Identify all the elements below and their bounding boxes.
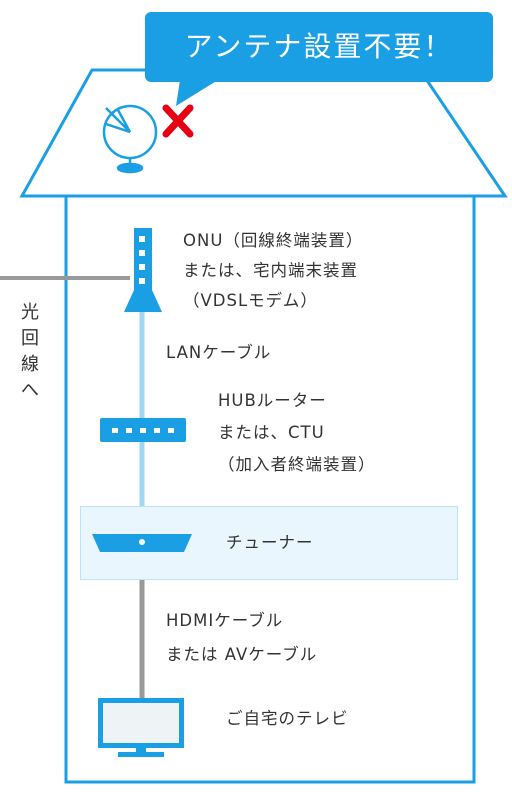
hub-label-line-3: （加入者終端装置） <box>218 455 376 474</box>
hub-router-icon <box>100 418 186 442</box>
speech-bubble: アンテナ設置不要！ <box>145 12 493 82</box>
external-line-char: 光 <box>21 302 39 323</box>
hub-label-line-2: または、CTU <box>218 423 325 442</box>
external-line-char: 線 <box>21 354 39 375</box>
television-icon <box>98 698 184 757</box>
onu-label-line-2: または、宅内端末装置 <box>183 261 358 280</box>
cross-mark-icon <box>162 104 194 138</box>
external-line-char: へ <box>21 380 39 401</box>
bubble-text: アンテナ設置不要！ <box>184 30 454 63</box>
tuner-label: チューナー <box>226 533 314 552</box>
onu-device-icon <box>124 228 162 312</box>
hub-label-line-1: HUBルーター <box>218 391 327 410</box>
external-line-label: 光 回 線 へ <box>18 300 42 404</box>
onu-label-line-1: ONU（回線終端装置） <box>183 231 364 250</box>
tv-label: ご自宅のテレビ <box>226 709 349 728</box>
satellite-dish-icon <box>102 104 158 174</box>
lan-cable-label: LANケーブル <box>166 343 272 362</box>
house-walls <box>64 194 476 784</box>
hdmi-cable-label-line-2: または AVケーブル <box>166 645 318 664</box>
onu-label-line-3: （VDSLモデム） <box>183 291 318 310</box>
hdmi-cable-label-line-1: HDMIケーブル <box>166 611 284 630</box>
tuner-device-icon <box>92 534 192 552</box>
external-line-char: 回 <box>21 328 39 349</box>
